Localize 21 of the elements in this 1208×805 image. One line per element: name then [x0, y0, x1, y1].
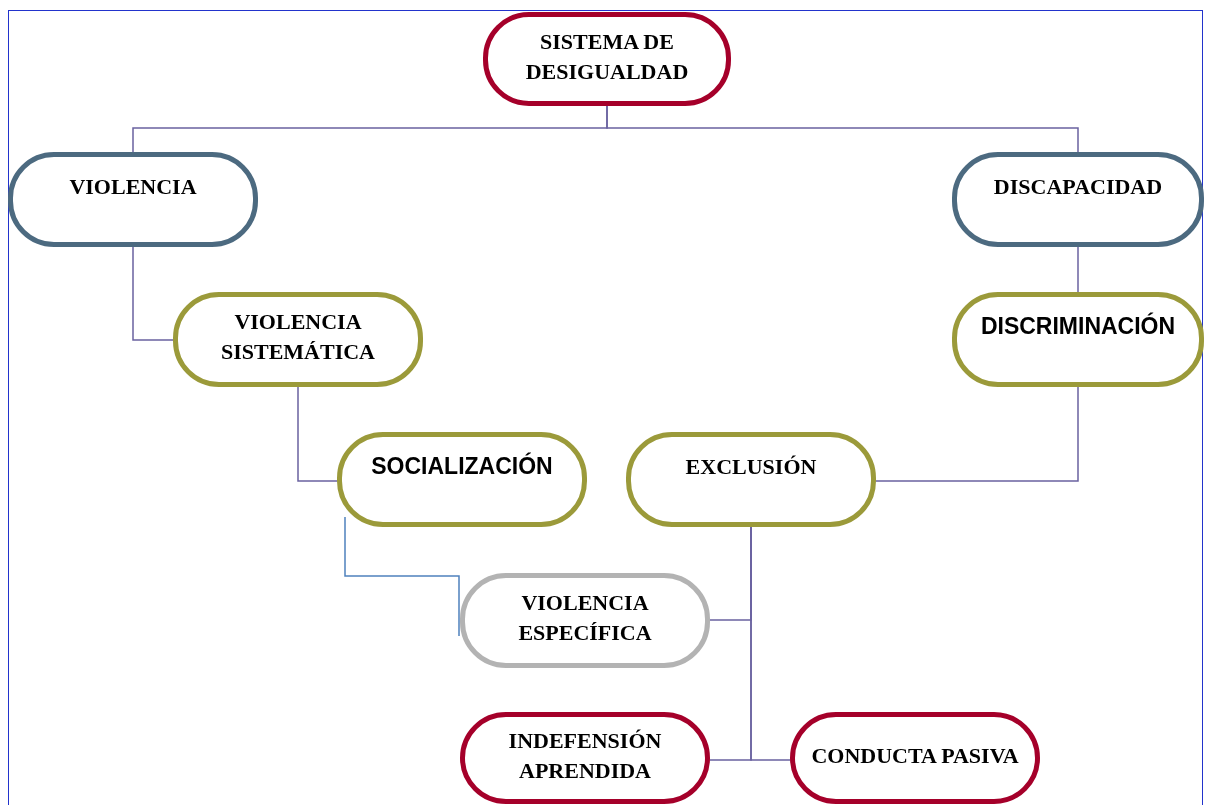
node-label: VIOLENCIA SISTEMÁTICA	[219, 307, 376, 366]
rounded-node	[460, 573, 710, 668]
connector-line	[750, 526, 791, 761]
connector-line	[297, 386, 338, 482]
connector-line	[344, 516, 460, 637]
connector-line	[606, 105, 1079, 153]
connector-line	[1077, 246, 1079, 293]
node-label: INDEFENSIÓN APRENDIDA	[507, 727, 663, 785]
rounded-node	[952, 152, 1204, 247]
node-label: SISTEMA DE DESIGUALDAD	[524, 28, 690, 86]
node-label: EXCLUSIÓN	[685, 452, 817, 481]
connector-line	[875, 386, 1079, 482]
node-label: SOCIALIZACIÓN	[371, 451, 553, 481]
node-label: DISCRIMINACIÓN	[980, 311, 1176, 341]
node-label: VIOLENCIA	[69, 172, 197, 201]
node-label: VIOLENCIA ESPECÍFICA	[517, 588, 653, 647]
rounded-node	[952, 292, 1204, 387]
node-label: CONDUCTA PASIVA	[811, 742, 1019, 771]
node-label: DISCAPACIDAD	[993, 172, 1163, 201]
connector-line	[132, 246, 174, 341]
rounded-node	[8, 152, 258, 247]
